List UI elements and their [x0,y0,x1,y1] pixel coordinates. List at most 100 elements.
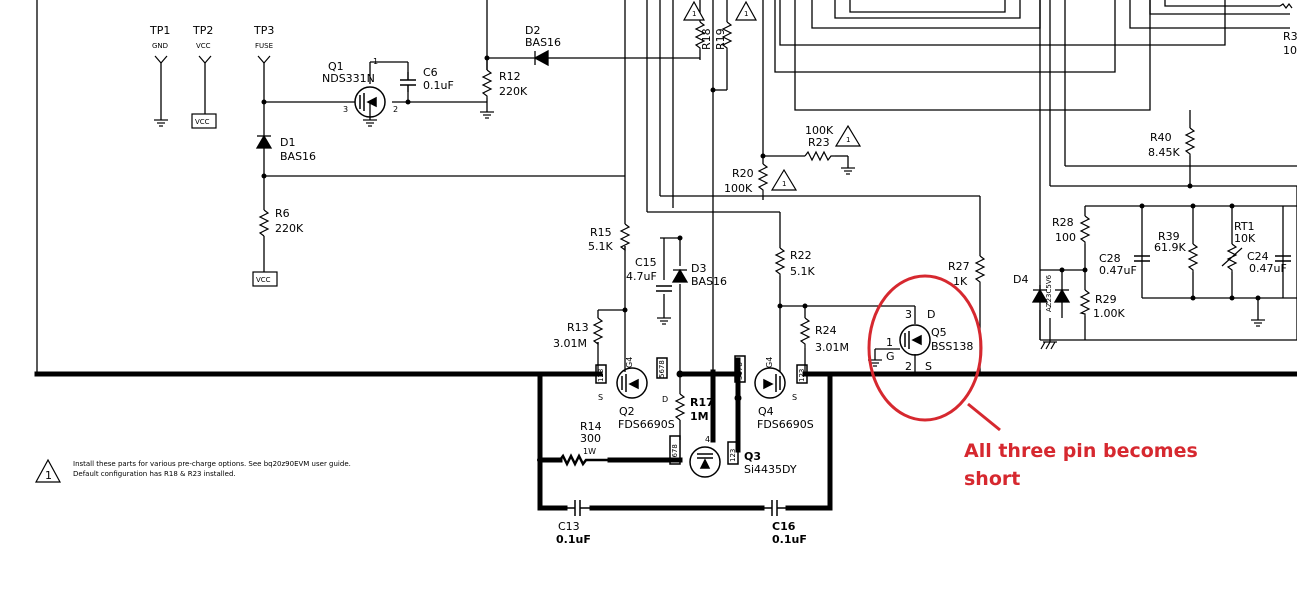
r23-resistor [804,150,835,162]
q1-pin1: 1 [373,57,378,66]
tp1-symbol [154,55,168,64]
r12-value: 220K [499,85,528,98]
vcc-box-1 [191,113,217,129]
c28-capacitor [1134,255,1150,262]
c6-ref: C6 [423,66,438,79]
q5-pin-num3: 3 [905,308,912,321]
c24-ref: C24 [1247,250,1269,263]
q1-mosfet [354,86,386,118]
option-marker-3: 1 [846,136,850,144]
option-marker-4: 1 [782,180,786,188]
d2-diode [533,49,560,67]
c15-value: 4.7uF [626,270,657,283]
q4-pin-s: S [792,393,797,402]
c24-capacitor [1275,255,1291,262]
q1-pin2: 2 [393,105,398,114]
r24-resistor [799,317,811,348]
q5-value: BSS138 [931,340,973,353]
vcc-box-2 [252,271,278,287]
r29-value: 1.00K [1093,307,1125,320]
q3-ref: Q3 [744,450,761,463]
r20-resistor [757,163,769,196]
option-marker-1: 1 [692,10,696,18]
d2-ref: D2 [525,24,540,37]
r27-value: 1K [953,275,968,288]
r22-ref: R22 [790,249,812,262]
r40-resistor [1184,127,1196,156]
q4-ref: Q4 [758,405,774,418]
q4-pin-g: G4 [765,357,774,368]
c15-ref: C15 [635,256,657,269]
d4-value: AZ23C5V6 [1045,274,1053,312]
capacitors [400,72,1291,516]
r28-value: 100 [1055,231,1076,244]
rt1-ref: RT1 [1234,220,1255,233]
d4-zener-a [1031,288,1049,303]
tp1-name: GND [152,42,168,50]
q1-ground [363,119,377,127]
d4-zener-b [1053,288,1071,303]
c15-capacitor [656,285,672,292]
r19-resistor [721,21,733,50]
r17-ref: R17 [690,396,714,409]
c13-value: 0.1uF [556,533,591,546]
d4-ref: D4 [1013,273,1028,286]
note-line-2: Default configuration has R18 & R23 inst… [73,470,236,478]
rt1-value: 10K [1234,232,1256,245]
r3x-resistor [1279,3,1293,9]
r13-resistor [592,317,604,346]
c16-ref: C16 [772,520,796,533]
r6-value: 220K [275,222,304,235]
r17-value: 1M [690,410,709,423]
annotation-text-line1: All three pin becomes [964,440,1198,462]
d4-chassis-ground [1040,341,1057,350]
d2-value: BAS16 [525,36,561,49]
q5-pin-num1: 1 [886,336,893,349]
c28-ref: C28 [1099,252,1121,265]
option-triangles [34,0,862,483]
q2-pin-s: S [598,393,603,402]
ground-symbols [154,111,1265,367]
r3x-ref: R3 [1283,30,1297,43]
vcc-label-1: VCC [195,118,210,126]
tp3-name: FUSE [255,42,273,50]
r12-ground [480,111,494,119]
r22-value: 5.1K [790,265,815,278]
r27-resistor [974,255,986,290]
q4-pins-b: 5678 [736,362,744,380]
diodes [255,49,1071,303]
r23-value: 100K [805,124,834,137]
r27-ref: R27 [948,260,970,273]
q2-mosfet [595,357,668,399]
q5-pin-num2: 2 [905,360,912,373]
q3-mosfet [669,435,739,478]
red-annotation: All three pin becomes short [867,274,1198,490]
d3-value: BAS16 [691,275,727,288]
resistors [258,3,1293,421]
d1-diode [255,130,273,150]
r24-ref: R24 [815,324,837,337]
tp2-name: VCC [196,42,211,50]
annotation-ellipse [867,274,983,422]
c6-capacitor [400,72,416,92]
rt1-thermistor [1221,243,1243,272]
r40-ref: R40 [1150,131,1172,144]
q5-pin-s: S [925,360,932,373]
tp2-symbol [198,55,212,64]
q1-pin3: 3 [343,105,348,114]
r28-ref: R28 [1052,216,1074,229]
q2-pins-b: 5678 [658,360,666,378]
transistors [354,86,931,478]
r14-value: 300 [580,432,601,445]
q3-pins-b: 123 [729,449,737,462]
r18-resistor [694,21,706,50]
tp1-ref: TP1 [149,24,170,37]
r29-resistor [1079,289,1091,316]
rt-ground [1251,319,1265,327]
tp1-ground [154,119,168,127]
r13-ref: R13 [567,321,589,334]
q4-pins-a: 123 [798,369,806,382]
test-point-symbols [154,55,278,287]
c13-capacitor [565,500,592,516]
option-marker-2: 1 [744,10,748,18]
